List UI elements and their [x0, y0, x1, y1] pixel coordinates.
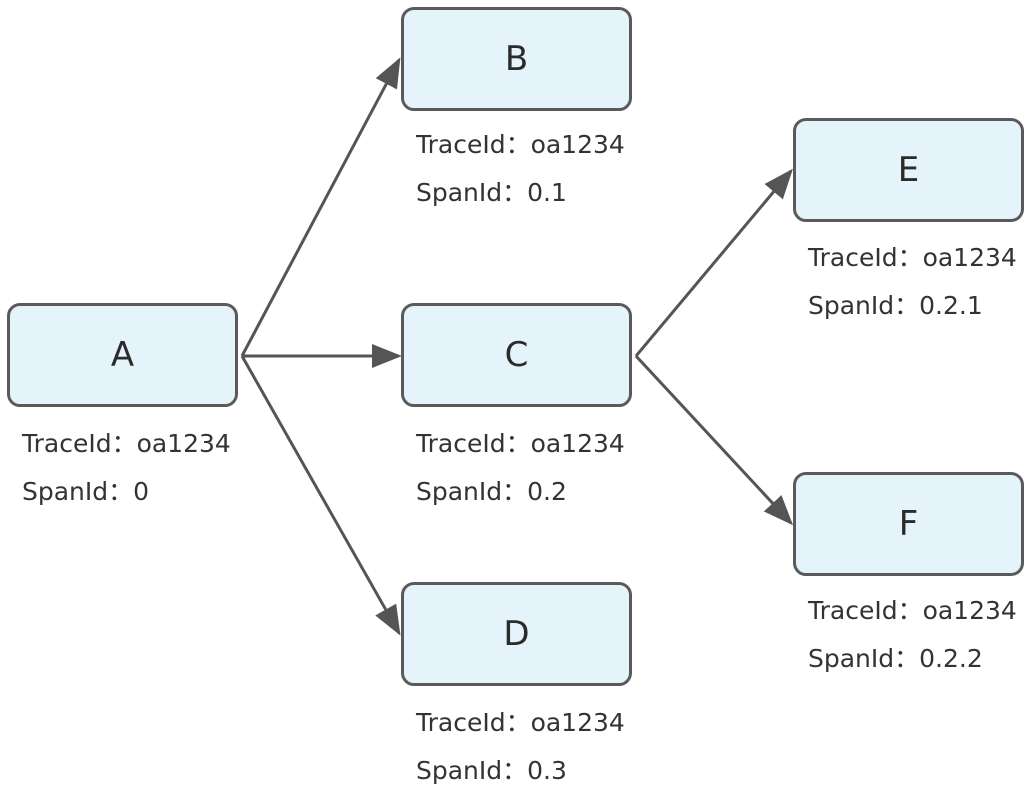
edge-a-to-d-arrow	[240, 355, 401, 636]
node-f-info: TraceId：oa1234 SpanId：0.2.2	[808, 587, 1017, 683]
node-d: D	[401, 582, 632, 686]
node-c-trace-id: TraceId：oa1234	[416, 429, 625, 458]
node-d-trace-id: TraceId：oa1234	[416, 708, 625, 737]
node-b-trace-id: TraceId：oa1234	[416, 130, 625, 159]
node-a-info: TraceId：oa1234 SpanId：0	[22, 420, 231, 516]
node-c-span-id: SpanId：0.2	[416, 477, 567, 506]
edge-c-to-e-arrow	[634, 168, 793, 357]
node-f-span-id: SpanId：0.2.2	[808, 644, 983, 673]
node-b-span-id: SpanId：0.1	[416, 178, 567, 207]
edge-c-to-f-arrow	[634, 354, 794, 526]
node-b-info: TraceId：oa1234 SpanId：0.1	[416, 121, 625, 217]
node-e: E	[793, 118, 1024, 222]
node-c-info: TraceId：oa1234 SpanId：0.2	[416, 420, 625, 516]
node-a: A	[7, 303, 238, 407]
node-f: F	[793, 472, 1024, 576]
node-f-trace-id: TraceId：oa1234	[808, 596, 1017, 625]
node-a-trace-id: TraceId：oa1234	[22, 429, 231, 458]
node-e-span-id: SpanId：0.2.1	[808, 291, 983, 320]
node-e-info: TraceId：oa1234 SpanId：0.2.1	[808, 234, 1017, 330]
node-a-span-id: SpanId：0	[22, 477, 150, 506]
node-d-span-id: SpanId：0.3	[416, 756, 567, 785]
node-b: B	[401, 7, 632, 111]
node-d-info: TraceId：oa1234 SpanId：0.3	[416, 699, 625, 795]
node-c: C	[401, 303, 632, 407]
edge-a-to-b-arrow	[240, 57, 401, 357]
node-e-trace-id: TraceId：oa1234	[808, 243, 1017, 272]
